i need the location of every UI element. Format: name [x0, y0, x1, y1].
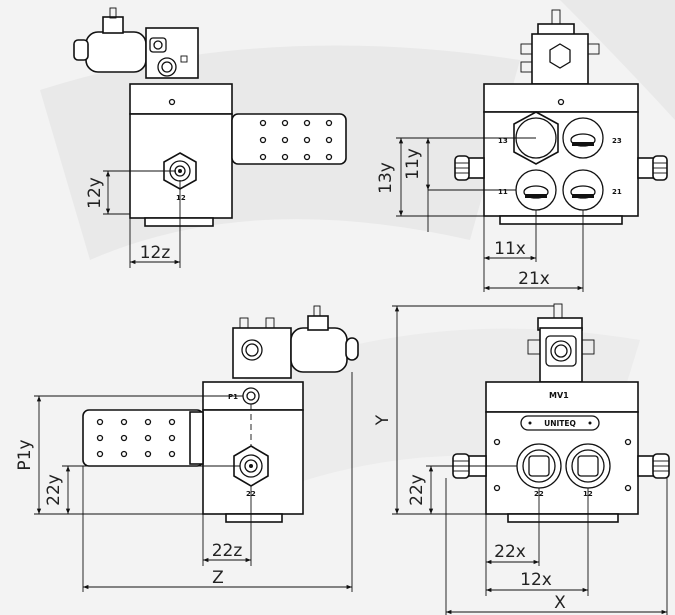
port-label-23: 23: [612, 137, 622, 145]
brand-plate: [520, 415, 600, 431]
dim-z: Z: [212, 568, 224, 588]
valve-body-top: [483, 83, 639, 113]
side-fitting-right: [637, 453, 670, 479]
side-fitting-left: [454, 155, 485, 181]
solenoid-coil: [73, 7, 147, 73]
valve-body-top: [129, 83, 233, 115]
port-label-21: 21: [612, 188, 622, 196]
valve-body-top: [485, 381, 639, 413]
dim-p1y: P1y: [15, 439, 35, 470]
dim-21x: 21x: [518, 269, 550, 289]
dim-22z: 22z: [212, 541, 243, 561]
port-label-13: 13: [498, 137, 508, 145]
model-label: MV1: [549, 391, 569, 400]
valve-body-main: [483, 111, 639, 217]
view-top-right: 13 23 11 21 13y 11y 11x 21x: [376, 9, 668, 292]
dim-22x: 22x: [494, 542, 526, 562]
dim-x: X: [554, 593, 566, 613]
side-fitting-right: [637, 155, 668, 181]
port-label-11: 11: [498, 188, 508, 196]
solenoid-coil: [290, 305, 359, 373]
dim-12z: 12z: [140, 243, 171, 263]
cartridge: [231, 113, 347, 165]
dim-11y: 11y: [403, 148, 423, 180]
dim-12x: 12x: [520, 570, 552, 590]
brand-label: UNITEQ: [544, 419, 576, 428]
dim-22y-right: 22y: [407, 474, 427, 506]
port-label-p1: P1: [228, 393, 238, 401]
dim-11x: 11x: [494, 239, 526, 259]
view-top-left: 12 12y 12z: [73, 7, 347, 268]
dim-13y: 13y: [376, 162, 396, 194]
dim-22y: 22y: [44, 474, 64, 506]
view-bottom-right: MV1 UNITEQ 22 12: [373, 303, 670, 615]
dim-12y: 12y: [85, 177, 105, 209]
dim-y: Y: [373, 414, 393, 426]
view-bottom-left: P1 22 P1y 22y 22z Z: [15, 305, 359, 592]
port-label-12: 12: [176, 194, 186, 202]
